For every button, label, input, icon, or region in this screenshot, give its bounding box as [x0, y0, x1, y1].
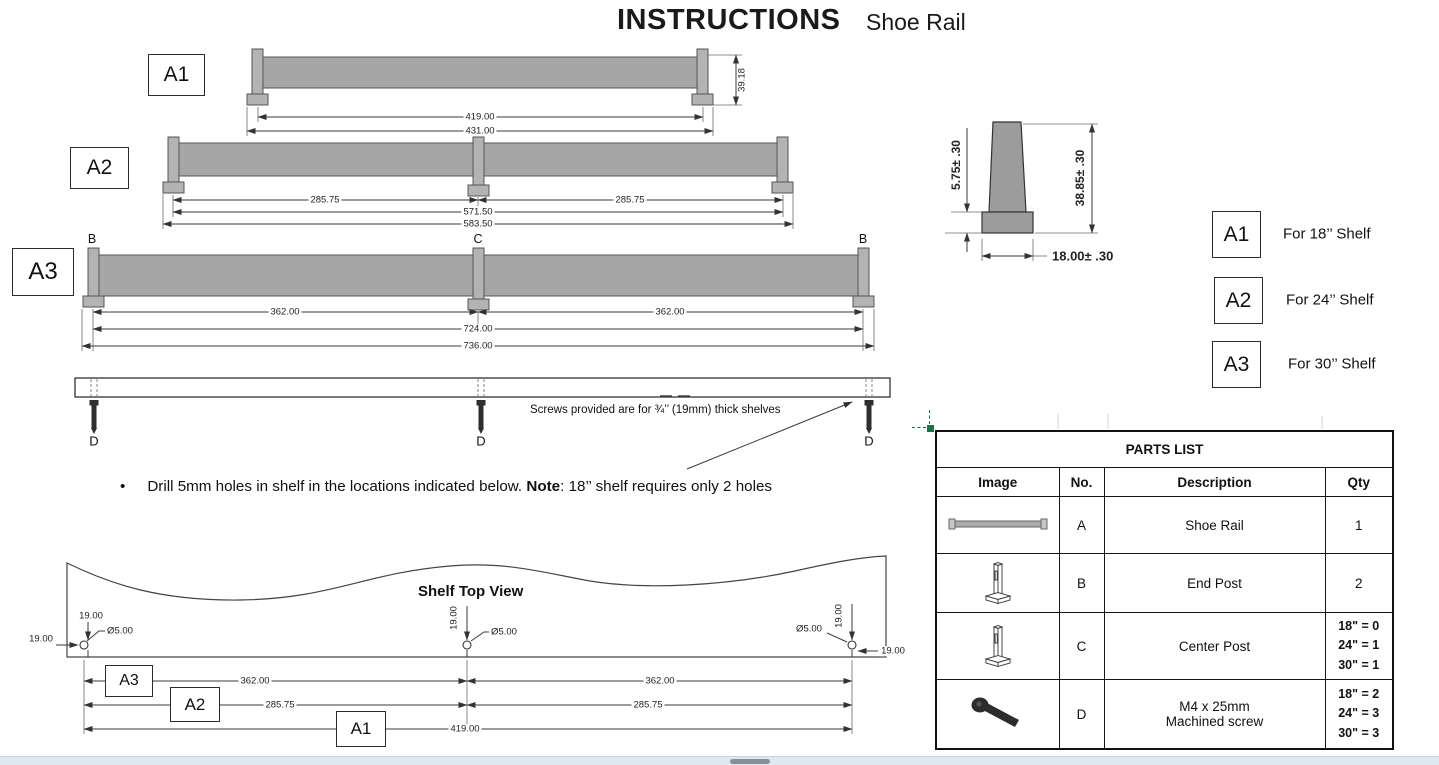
part-description: Shoe Rail	[1103, 496, 1326, 554]
a3-post-center-label: C	[472, 232, 484, 246]
screw-center-icon	[476, 400, 486, 434]
profile-base-height-label: 5.75± .30	[949, 138, 963, 192]
hole-left-dim-top: 19.00	[77, 610, 105, 622]
table-row: B End Post 2	[935, 553, 1394, 613]
parts-list-title: PARTS LIST	[935, 430, 1394, 468]
a3-dim-inner-label: 724.00	[461, 323, 495, 335]
a1-dim-outer-label: 431.00	[463, 125, 497, 137]
legend-a2-text: For 24’’ Shelf	[1286, 291, 1374, 309]
horizontal-scrollbar[interactable]	[0, 756, 1439, 765]
callout-arrow	[686, 401, 853, 470]
profile-total-height-label: 38.85± .30	[1073, 147, 1087, 209]
row-a1-dim-span: 419.00	[448, 723, 482, 735]
row-a2-dim-right: 285.75	[631, 699, 665, 711]
legend-a1-box: A1	[1212, 211, 1261, 258]
shoe-rail-icon	[935, 496, 1060, 554]
table-row: D M4 x 25mm Machined screw 18" = 2 24" =…	[935, 679, 1394, 750]
a3-post-left-label: B	[86, 232, 98, 246]
a2-dim-inner-label: 571.50	[461, 206, 495, 218]
table-row: A Shoe Rail 1	[935, 496, 1394, 554]
row-a3-dim-right: 362.00	[643, 675, 677, 687]
screw-center-label: D	[476, 433, 486, 449]
a2-label-box: A2	[70, 147, 129, 189]
row-a3-dim-left: 362.00	[238, 675, 272, 687]
a3-dim-left-label: 362.00	[268, 306, 302, 318]
parts-list-table: PARTS LIST Image No. Description Qty A S…	[935, 430, 1395, 750]
part-qty: 2	[1324, 553, 1394, 613]
row-a3-label-box: A3	[105, 665, 153, 697]
col-header-qty: Qty	[1324, 467, 1394, 497]
a3-assembly-drawing	[81, 247, 875, 351]
row-a1-label-box: A1	[336, 711, 386, 747]
post-profile-drawing	[945, 121, 1098, 261]
table-row: C Center Post 18" = 0 24" = 1 30" = 1	[935, 612, 1394, 680]
col-header-no: No.	[1058, 467, 1105, 497]
part-no: D	[1058, 679, 1105, 750]
page-subtitle: Shoe Rail	[866, 9, 966, 35]
a2-dim-left-label: 285.75	[308, 194, 342, 206]
hole-center-dim-top: 19.00	[448, 604, 460, 632]
a3-dim-outer-label: 736.00	[461, 340, 495, 352]
a1-label-box: A1	[148, 54, 205, 96]
a3-post-right-label: B	[857, 232, 869, 246]
drill-hole-center	[462, 640, 472, 650]
machine-screw-icon	[935, 679, 1060, 750]
part-qty: 18" = 0 24" = 1 30" = 1	[1324, 612, 1394, 680]
screw-note: Screws provided are for ¾’’ (19mm) thick…	[530, 404, 781, 416]
shelf-top-view-drawing	[56, 555, 887, 734]
legend-a2-box: A2	[1214, 277, 1263, 324]
a2-dim-outer-label: 583.50	[461, 218, 495, 230]
instruction-note-word: Note	[526, 478, 561, 495]
instruction-text-before: Drill 5mm holes in shelf in the location…	[147, 478, 527, 495]
part-description: M4 x 25mm Machined screw	[1103, 679, 1326, 750]
scrollbar-thumb[interactable]	[730, 759, 770, 764]
legend-a1-text: For 18’’ Shelf	[1283, 225, 1371, 243]
row-a2-dim-left: 285.75	[263, 699, 297, 711]
a1-assembly-drawing	[246, 48, 742, 136]
screw-left-label: D	[89, 433, 99, 449]
hole-center-dia: Ø5.00	[489, 626, 519, 638]
hole-right-dia: Ø5.00	[794, 623, 824, 635]
selection-handle[interactable]	[926, 424, 935, 433]
row-a2-label-box: A2	[170, 687, 220, 722]
hole-right-dim-top: 19.00	[833, 602, 845, 630]
col-header-image: Image	[935, 467, 1060, 497]
drill-hole-left	[79, 640, 89, 650]
part-no: B	[1058, 553, 1105, 613]
top-view-title: Shelf Top View	[418, 583, 524, 600]
part-qty: 18" = 2 24" = 3 30" = 3	[1324, 679, 1394, 750]
part-description: End Post	[1103, 553, 1326, 613]
center-post-icon	[935, 612, 1060, 680]
legend-a3-text: For 30’’ Shelf	[1288, 355, 1376, 373]
spreadsheet-gridlines	[1057, 414, 1323, 429]
instruction-text-after: : 18’’ shelf requires only 2 holes	[560, 478, 773, 495]
legend-a3-box: A3	[1212, 341, 1261, 388]
col-header-description: Description	[1103, 467, 1326, 497]
hole-left-dim-side: 19.00	[27, 633, 55, 645]
selection-dash-vertical	[929, 410, 930, 424]
screw-right-label: D	[864, 433, 874, 449]
underside-drawing	[74, 377, 891, 470]
a2-dim-right-label: 285.75	[613, 194, 647, 206]
end-post-icon	[935, 553, 1060, 613]
selection-dash-horizontal	[912, 427, 926, 428]
part-description: Center Post	[1103, 612, 1326, 680]
a1-dim-height-label: 39.18	[736, 66, 748, 94]
screw-right-icon	[864, 400, 874, 434]
a1-dim-inner-label: 419.00	[463, 111, 497, 123]
a3-label-box: A3	[12, 248, 74, 296]
hole-left-dia: Ø5.00	[105, 625, 135, 637]
bullet-icon: •	[120, 478, 126, 495]
page-title: INSTRUCTIONS	[617, 4, 841, 36]
profile-base-width-label: 18.00± .30	[1050, 248, 1116, 264]
part-qty: 1	[1324, 496, 1394, 554]
screw-left-icon	[89, 400, 99, 434]
hole-right-dim-side: 19.00	[879, 645, 907, 657]
a3-dim-right-label: 362.00	[653, 306, 687, 318]
part-no: A	[1058, 496, 1105, 554]
part-no: C	[1058, 612, 1105, 680]
drill-instruction: • Drill 5mm holes in shelf in the locatio…	[120, 478, 772, 495]
drill-hole-right	[847, 640, 857, 650]
